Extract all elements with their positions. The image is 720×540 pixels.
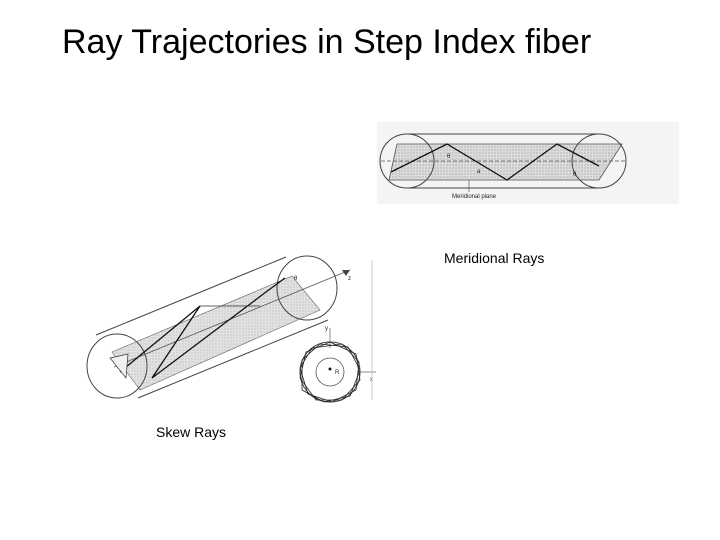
meridional-plane-label: Meridional plane — [452, 194, 497, 200]
skew-caption: Skew Rays — [156, 424, 227, 440]
axis-z-label: z — [348, 276, 351, 282]
meridional-ray-diagram: θ θ a Meridional plane — [377, 122, 679, 204]
axis-y-label: y — [325, 326, 328, 332]
skew-ray-diagram: z θ y R x — [80, 250, 380, 410]
meridional-caption: Meridional Rays — [444, 250, 545, 266]
angle-label-left: θ — [447, 154, 451, 160]
skew-angle-label: θ — [294, 276, 298, 282]
center-label: R — [335, 370, 340, 376]
axis-label: a — [477, 169, 481, 175]
angle-label-right: θ — [573, 172, 577, 178]
slide-title: Ray Trajectories in Step Index fiber — [62, 23, 592, 61]
